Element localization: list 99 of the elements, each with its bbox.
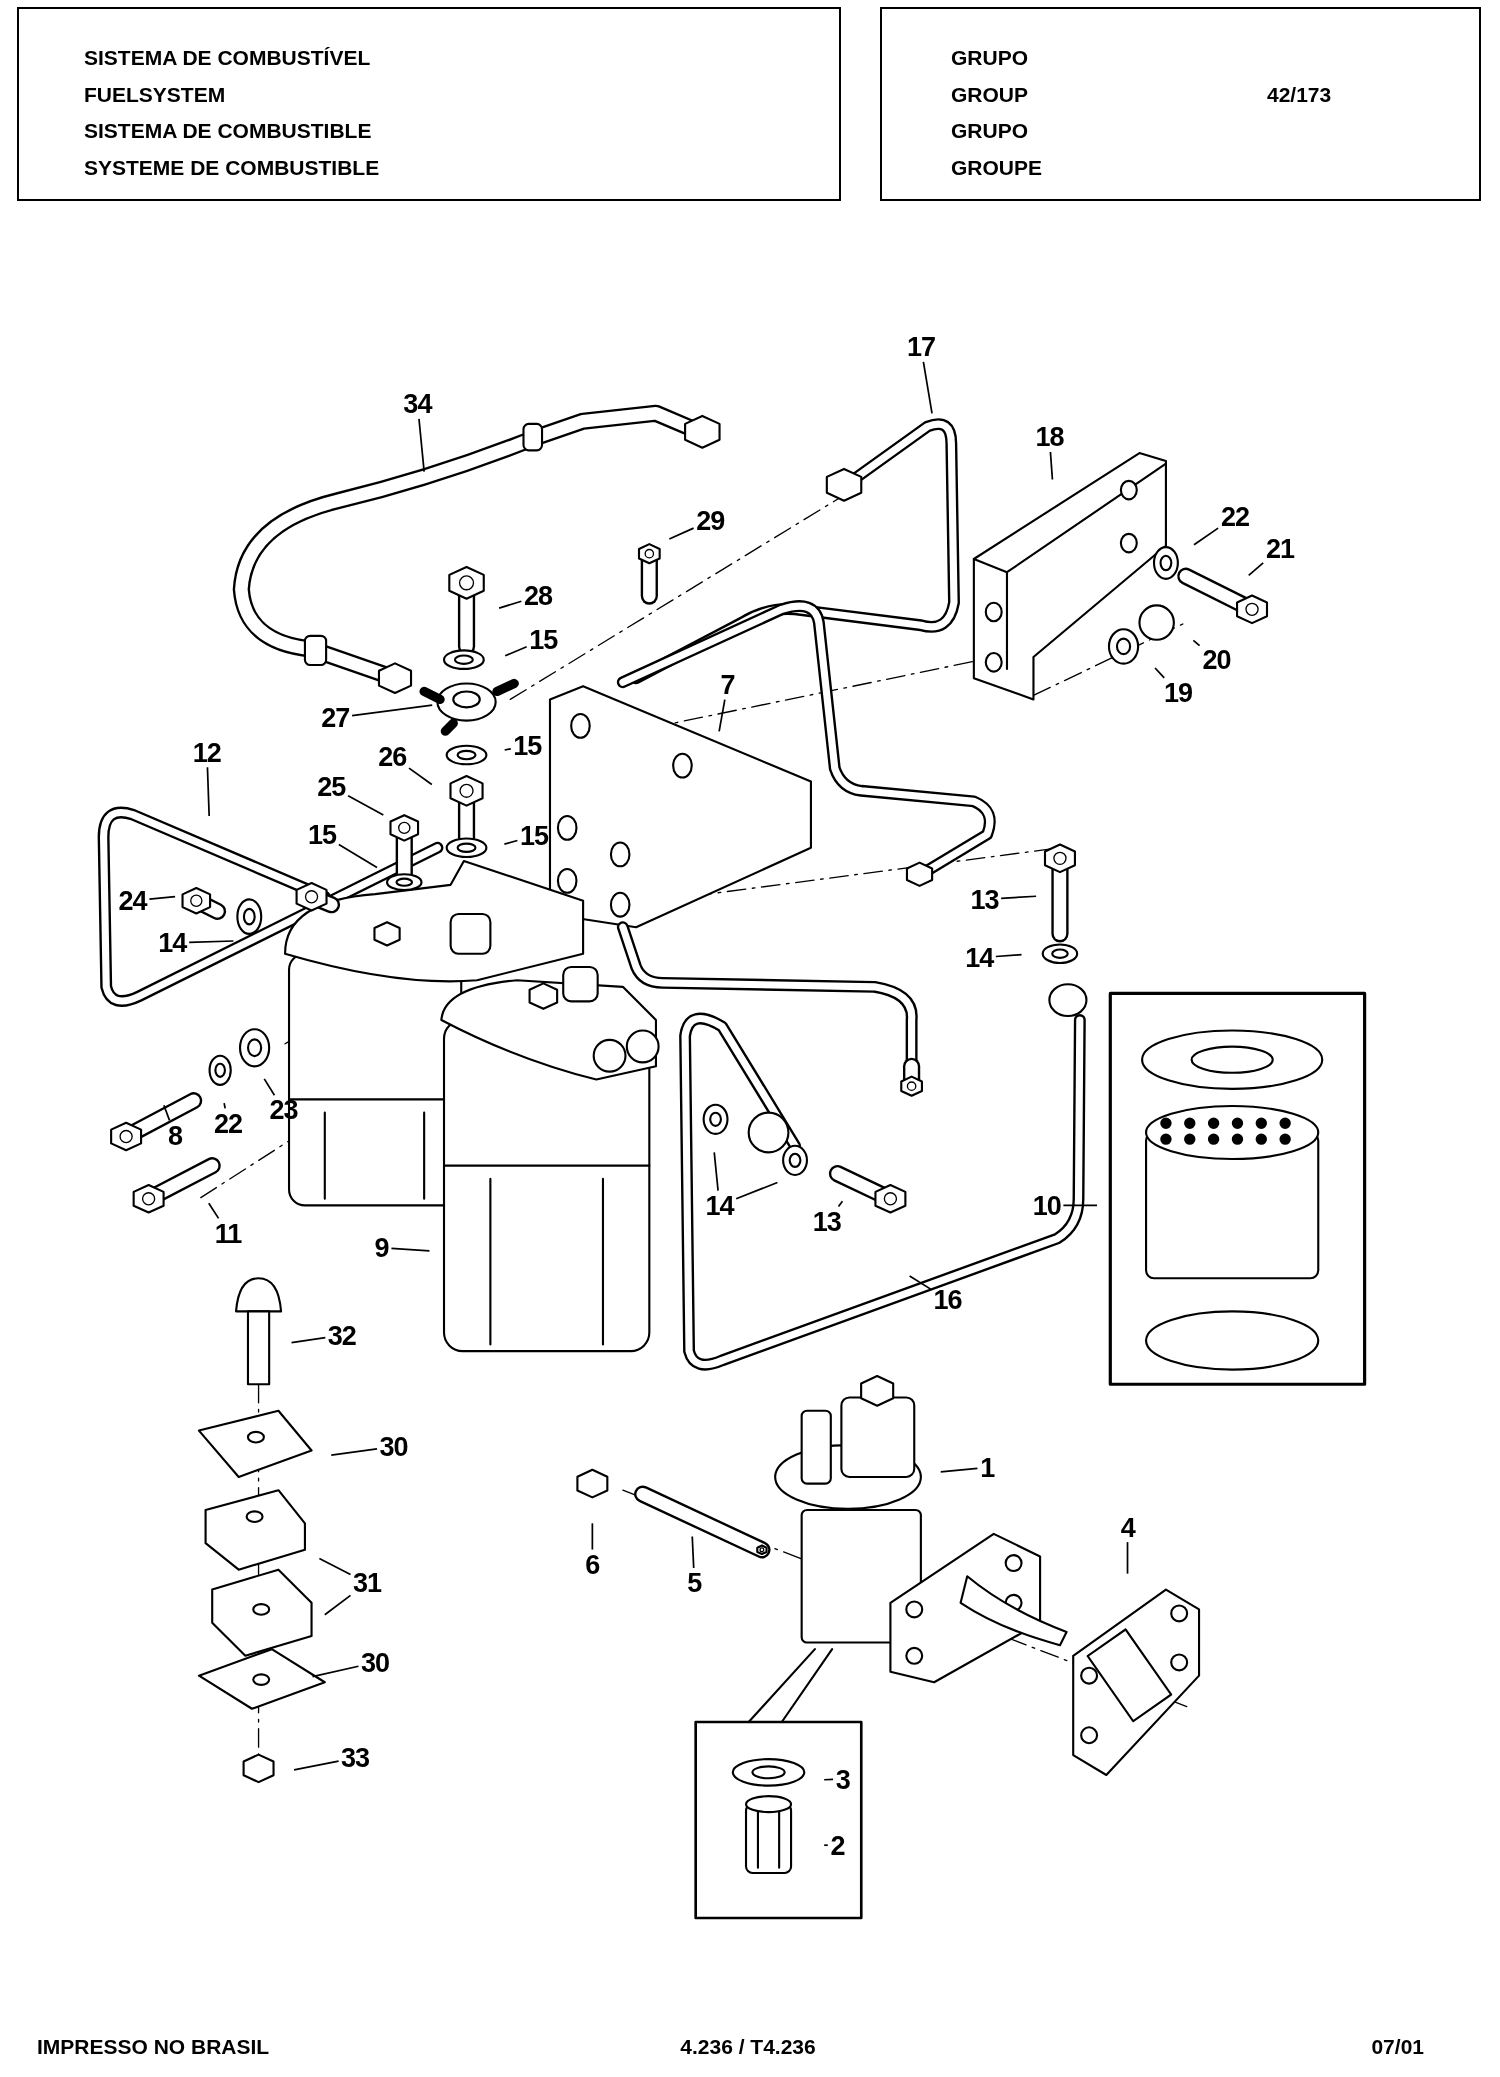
leader-line	[293, 1760, 340, 1771]
callout-number: 26	[378, 743, 407, 771]
leader-line	[163, 1104, 171, 1122]
callout-number: 6	[585, 1551, 600, 1579]
title-line: FUELSYSTEM	[84, 83, 226, 105]
callout-number: 21	[1266, 535, 1295, 563]
callout-number: 19	[1164, 679, 1192, 707]
callout-number: 30	[361, 1649, 389, 1677]
callout-number: 15	[520, 822, 548, 850]
callout-number: 13	[970, 886, 999, 914]
leader-line	[330, 1448, 378, 1457]
callout-number: 15	[529, 626, 558, 654]
leader-line	[207, 1202, 220, 1220]
leader-line	[1247, 562, 1264, 577]
callout-number: 4	[1120, 1514, 1135, 1542]
leader-line	[922, 361, 933, 415]
callout-number: 14	[158, 929, 187, 957]
leader-line	[504, 645, 528, 657]
callout-number: 1	[980, 1454, 995, 1482]
callout-number: 32	[327, 1322, 356, 1350]
leader-line	[323, 1594, 352, 1616]
callout-number: 31	[353, 1569, 382, 1597]
leader-line	[823, 1778, 834, 1781]
callout-number: 16	[933, 1286, 962, 1314]
callout-number: 30	[379, 1433, 408, 1461]
leader-line	[939, 1467, 979, 1473]
callout-number: 14	[705, 1192, 734, 1220]
leader-line	[223, 1102, 227, 1110]
callout-number: 27	[321, 704, 350, 732]
callout-number: 5	[687, 1569, 702, 1597]
leader-line	[347, 794, 385, 816]
callout-number: 14	[965, 944, 994, 972]
callout-number: 7	[720, 671, 735, 699]
callout-number: 22	[1220, 503, 1249, 531]
leader-line	[995, 953, 1023, 958]
callout-number: 34	[403, 390, 432, 418]
footer-text: IMPRESSO NO BRASIL	[37, 2036, 270, 2057]
leader-line	[206, 766, 210, 817]
leader-line	[351, 704, 434, 717]
callout-number: 17	[906, 333, 935, 361]
callout-number: 18	[1035, 423, 1064, 451]
leader-line	[311, 1665, 360, 1678]
callout-number: 15	[307, 821, 336, 849]
leader-line	[390, 1247, 431, 1252]
leader-line	[503, 747, 512, 751]
callout-number: 33	[341, 1744, 370, 1772]
leader-line	[1062, 1204, 1098, 1207]
footer-text: 4.236 / T4.236	[680, 2036, 816, 2057]
callout-number: 25	[317, 773, 346, 801]
leader-line	[503, 839, 519, 846]
callout-number: 28	[523, 582, 552, 610]
leader-line	[1049, 451, 1054, 481]
callout-number: 22	[213, 1110, 242, 1138]
leader-line	[1193, 527, 1219, 546]
leader-line	[188, 940, 235, 944]
leader-line	[718, 698, 726, 733]
title-line: GROUP	[951, 83, 1028, 105]
leader-line	[408, 767, 433, 786]
leader-line	[498, 600, 523, 609]
callout-number: 29	[696, 507, 725, 535]
callout-number: 20	[1202, 646, 1231, 674]
leader-line	[591, 1522, 594, 1551]
callout-number: 11	[214, 1220, 242, 1248]
leader-line	[1126, 1541, 1129, 1575]
leader-line	[735, 1181, 779, 1200]
callout-number: 2	[830, 1832, 845, 1860]
callout-number: 24	[118, 887, 147, 915]
footer-text: 07/01	[1371, 2036, 1424, 2057]
leader-line	[908, 1275, 932, 1290]
leader-line	[837, 1200, 844, 1208]
title-line: SYSTEME DE COMBUSTIBLE	[84, 156, 380, 178]
callout-number: 8	[167, 1122, 182, 1150]
callout-number: 9	[374, 1234, 389, 1262]
leader-line	[418, 417, 425, 473]
leader-line	[691, 1535, 695, 1569]
callout-number: 3	[835, 1766, 850, 1794]
page-number: 42/173	[1267, 83, 1332, 105]
callout-number: 10	[1032, 1192, 1061, 1220]
leader-line	[148, 895, 176, 900]
title-line: GROUPE	[951, 156, 1042, 178]
leader-line	[337, 843, 378, 869]
title-line: GRUPO	[951, 47, 1028, 68]
leader-line	[318, 1557, 352, 1576]
title-line: SISTEMA DE COMBUSTIBLE	[84, 120, 372, 141]
title-line: GRUPO	[951, 120, 1028, 141]
callout-number: 15	[513, 732, 542, 760]
leader-line	[1000, 895, 1037, 900]
callout-number: 13	[812, 1208, 841, 1236]
leader-line	[1192, 639, 1201, 647]
leader-line	[668, 527, 695, 540]
leader-line	[1154, 667, 1166, 679]
title-line: SISTEMA DE COMBUSTÍVEL	[84, 47, 371, 68]
leader-line	[290, 1336, 327, 1344]
leader-line	[713, 1151, 719, 1192]
title-block	[880, 7, 1481, 201]
leader-line	[263, 1078, 276, 1097]
callout-number: 12	[192, 739, 221, 767]
title-block	[17, 7, 841, 201]
leader-line	[823, 1844, 829, 1847]
